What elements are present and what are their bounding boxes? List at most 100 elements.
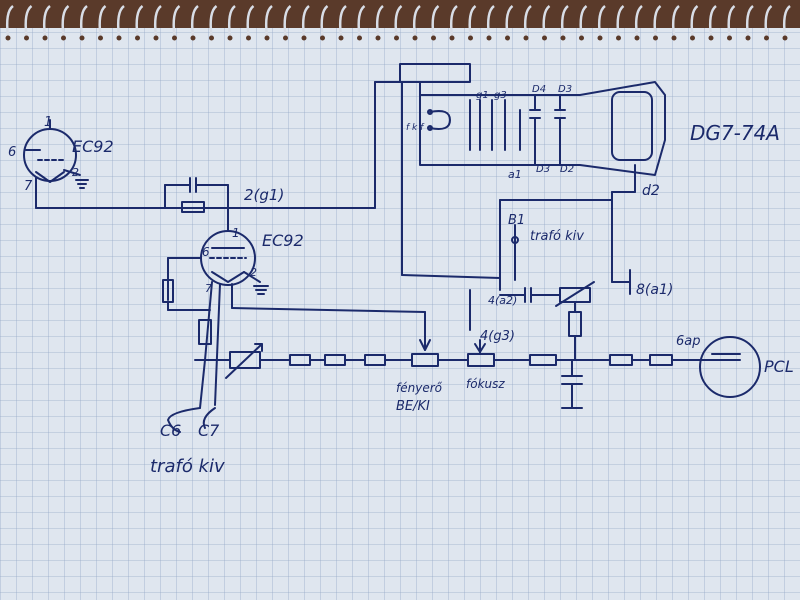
spiral-ring [5, 5, 14, 37]
label-crt-d3-top: D3 [558, 84, 572, 95]
label-tube-mid-pin-2: 2 [250, 266, 257, 279]
spiral-ring [745, 5, 754, 37]
filter-capacitor [561, 359, 583, 409]
binding-hole [135, 35, 140, 41]
binding-hole [727, 35, 732, 41]
label-a2: 4(a2) [488, 294, 517, 307]
label-trafo-kiv-top: trafó kiv [530, 229, 584, 244]
label-tube-left-pin-2: 2 [72, 166, 79, 179]
label-tube-left-pin-7: 7 [24, 179, 33, 194]
label-gap: 6ap [676, 334, 701, 349]
binding-hole [283, 35, 288, 41]
label-crt-d2-out: d2 [642, 183, 660, 199]
spiral-ring [690, 5, 699, 37]
binding-hole [745, 35, 751, 41]
binding-hole [338, 35, 344, 41]
label-tube-mid: EC92 [262, 231, 304, 250]
spiral-ring [338, 5, 347, 37]
grid-paper [0, 28, 800, 600]
spiral-ring [172, 5, 181, 37]
spiral-ring [61, 5, 70, 37]
spiral-ring [671, 5, 680, 37]
spiral-ring [116, 5, 125, 37]
binding-hole [653, 35, 658, 41]
label-tube-mid-pin-6: 6 [202, 245, 210, 259]
binding-hole [209, 35, 214, 41]
spiral-ring [283, 5, 292, 37]
spiral-ring [560, 5, 569, 37]
spiral-ring [579, 5, 588, 37]
binding-hole [782, 35, 788, 41]
label-a1-node: 8(a1) [636, 282, 673, 298]
binding-hole [560, 35, 566, 41]
binding-hole [394, 35, 399, 41]
binding-hole [449, 35, 455, 41]
label-heater-pins: f k f [406, 123, 425, 133]
label-pcl: PCL [764, 357, 794, 376]
spiral-ring [264, 5, 273, 37]
spiral-ring [357, 5, 366, 37]
binding-hole [61, 35, 66, 41]
crt-dg7-74a [399, 63, 666, 201]
binding-hole [523, 35, 529, 41]
label-crt-g3: g3 [494, 90, 507, 101]
binding-hole [634, 35, 640, 41]
spiral-binding: /* rings drawn by script below */ [5, 5, 791, 41]
label-tube-mid-pin-7: 7 [205, 282, 212, 295]
resistor-chain [194, 343, 741, 379]
binding-hole [542, 35, 547, 41]
label-c7: C7 [198, 421, 220, 440]
label-c6: C6 [160, 421, 181, 440]
binding-hole [468, 35, 473, 41]
spiral-ring [412, 5, 421, 37]
spiral-ring [431, 5, 440, 37]
spiral-ring [782, 5, 791, 37]
spiral-ring [153, 5, 162, 37]
spiral-ring [505, 5, 514, 37]
spiral-ring [468, 5, 477, 37]
binding-hole [616, 35, 621, 41]
label-fokusz: fókusz [466, 377, 505, 391]
binding-hole [412, 35, 418, 41]
spiral-ring [190, 5, 199, 37]
spiral-ring [597, 5, 606, 37]
label-crt-a1: a1 [508, 168, 522, 181]
spiral-ring [634, 5, 643, 37]
label-tube-left-pin-6: 6 [8, 145, 16, 160]
binding-hole [79, 35, 85, 41]
binding-hole [431, 35, 436, 41]
cathode-wires [198, 281, 431, 409]
label-trafo-kiv-bottom: trafó kiv [150, 456, 225, 477]
binding-hole [153, 35, 159, 41]
tube-pcl [699, 336, 761, 398]
spiral-ring [764, 5, 773, 37]
label-crt-d2: D2 [560, 164, 574, 175]
spiral-ring [616, 5, 625, 37]
binding-hole [505, 35, 510, 41]
binding-hole [375, 35, 381, 41]
label-crt-name: DG7-74A [690, 121, 780, 145]
binding-hole [597, 35, 603, 41]
spiral-ring [209, 5, 218, 37]
binding-hole [486, 35, 492, 41]
binding-hole [764, 35, 769, 41]
spiral-ring [42, 5, 51, 37]
spiral-ring [98, 5, 107, 37]
binding-hole [190, 35, 196, 41]
binding-hole [264, 35, 270, 41]
binding-hole [24, 35, 29, 41]
wire-g3 [469, 289, 486, 355]
binding-hole [5, 35, 11, 41]
label-g1-node: 2(g1) [244, 186, 284, 204]
label-crt-d4: D4 [532, 84, 546, 95]
binding-hole [579, 35, 584, 41]
spiral-ring [135, 5, 144, 37]
spiral-ring [708, 5, 717, 37]
spiral-ring [246, 5, 255, 37]
binding-hole [671, 35, 677, 41]
binding-hole [708, 35, 714, 41]
label-b1: B1 [508, 213, 525, 228]
binding-hole [301, 35, 307, 41]
label-tube-left-pin-1: 1 [44, 115, 52, 130]
